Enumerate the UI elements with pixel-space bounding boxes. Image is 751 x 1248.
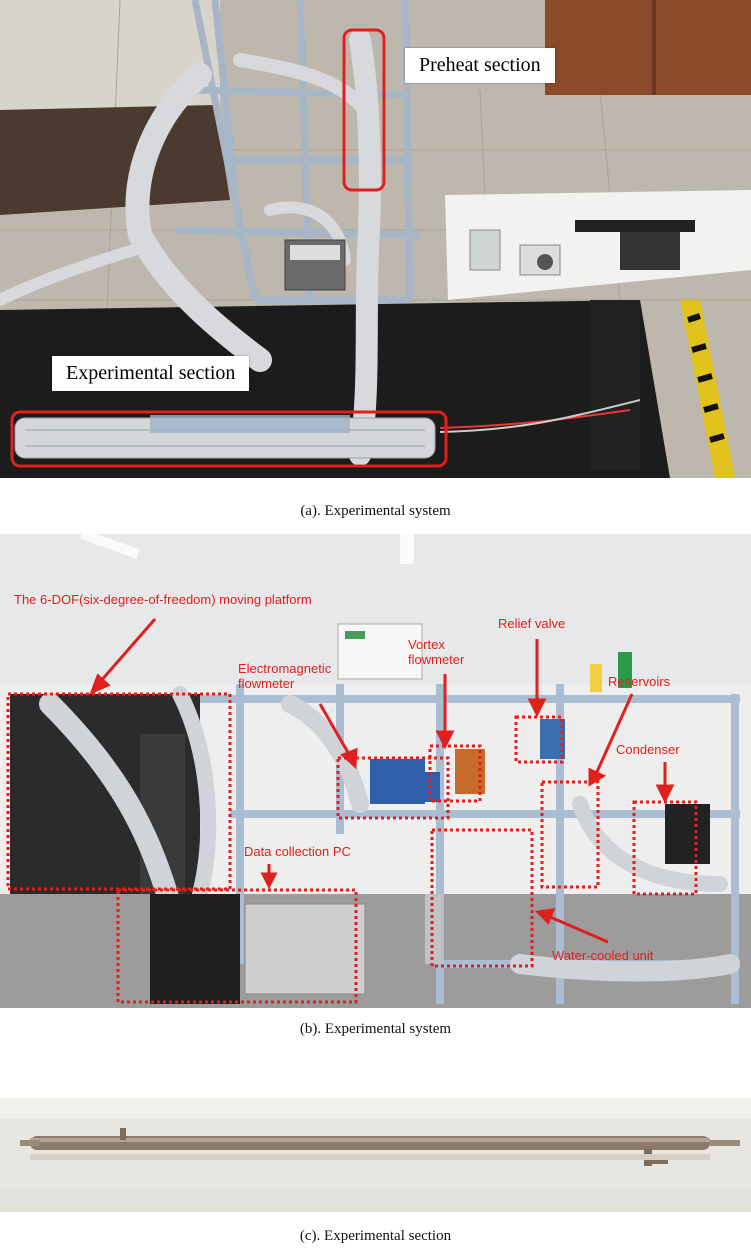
caption-a: (a). Experimental system (300, 503, 451, 519)
electromagnetic-highlight-box (336, 756, 450, 820)
figure-panel-c (0, 1098, 751, 1212)
figure-panel-a: Preheat section Experimental section (0, 0, 751, 478)
reservoirs-highlight-box (540, 780, 600, 889)
data-collection-pc-label: Data collection PC (244, 844, 351, 859)
experimental-section-photo (0, 1098, 751, 1212)
data-pc-highlight-box (116, 888, 358, 1004)
relief-valve-label: Relief valve (498, 616, 566, 631)
vortex-flowmeter-label: Vortex flowmeter (408, 637, 465, 667)
experimental-highlight-box (10, 410, 448, 468)
reservoirs-label: Reservoirs (608, 674, 671, 689)
preheat-highlight-box (342, 28, 386, 192)
water-cooled-unit-label: Water-cooled unit (552, 948, 654, 963)
figure-panel-b: The 6-DOF(six-degree-of-freedom) moving … (0, 534, 751, 1008)
relief-valve-highlight-box (514, 715, 564, 764)
water-cooled-highlight-box (430, 828, 534, 968)
experimental-system-photo-b (0, 534, 751, 1008)
experimental-section-label: Experimental section (52, 356, 250, 391)
platform-label: The 6-DOF(six-degree-of-freedom) moving … (14, 592, 312, 607)
caption-c: (c). Experimental section (299, 1228, 452, 1244)
experimental-system-photo-a (0, 0, 751, 478)
preheat-section-label: Preheat section (405, 48, 555, 83)
caption-b: (b). Experimental system (299, 1021, 452, 1037)
condenser-label: Condenser (616, 742, 680, 757)
vortex-highlight-box (428, 744, 482, 803)
electromagnetic-flowmeter-label: Electromagnetic flowmeter (238, 661, 332, 691)
